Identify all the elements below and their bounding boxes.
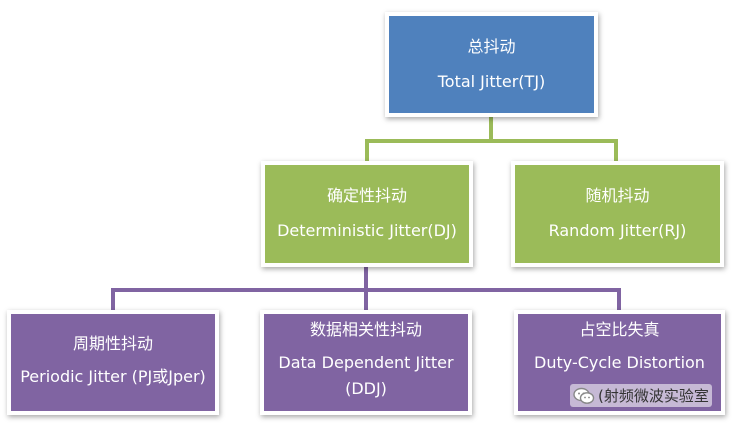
node-random-jitter: 随机抖动 Random Jitter(RJ): [511, 161, 724, 267]
node-duty-cycle-distortion-en: Duty-Cycle Distortion: [534, 353, 705, 372]
node-data-dependent-jitter-en1: Data Dependent Jitter: [278, 353, 454, 372]
node-data-dependent-jitter: 数据相关性抖动 Data Dependent Jitter (DDJ): [260, 310, 472, 415]
node-periodic-jitter: 周期性抖动 Periodic Jitter (PJ或Jper): [7, 310, 219, 415]
node-duty-cycle-distortion-cn: 占空比失真: [579, 320, 660, 339]
node-data-dependent-jitter-cn: 数据相关性抖动: [309, 320, 422, 339]
connectors-level1: [365, 117, 618, 161]
node-periodic-jitter-en: Periodic Jitter (PJ或Jper): [20, 367, 206, 386]
node-deterministic-jitter: 确定性抖动 Deterministic Jitter(DJ): [261, 161, 473, 267]
node-random-jitter-cn: 随机抖动: [585, 186, 650, 205]
wechat-icon: [573, 387, 595, 404]
node-total-jitter-en: Total Jitter(TJ): [437, 71, 546, 91]
connectors-level2: [111, 267, 621, 310]
node-data-dependent-jitter-en2: (DDJ): [345, 379, 387, 398]
node-deterministic-jitter-en: Deterministic Jitter(DJ): [277, 221, 457, 240]
node-deterministic-jitter-cn: 确定性抖动: [326, 186, 407, 205]
node-total-jitter-cn: 总抖动: [467, 36, 516, 56]
watermark-text: (射频微波实验室: [598, 387, 709, 405]
node-periodic-jitter-cn: 周期性抖动: [72, 334, 153, 353]
node-total-jitter: 总抖动 Total Jitter(TJ): [385, 12, 598, 117]
watermark: (射频微波实验室: [570, 384, 712, 407]
node-random-jitter-en: Random Jitter(RJ): [548, 221, 687, 240]
